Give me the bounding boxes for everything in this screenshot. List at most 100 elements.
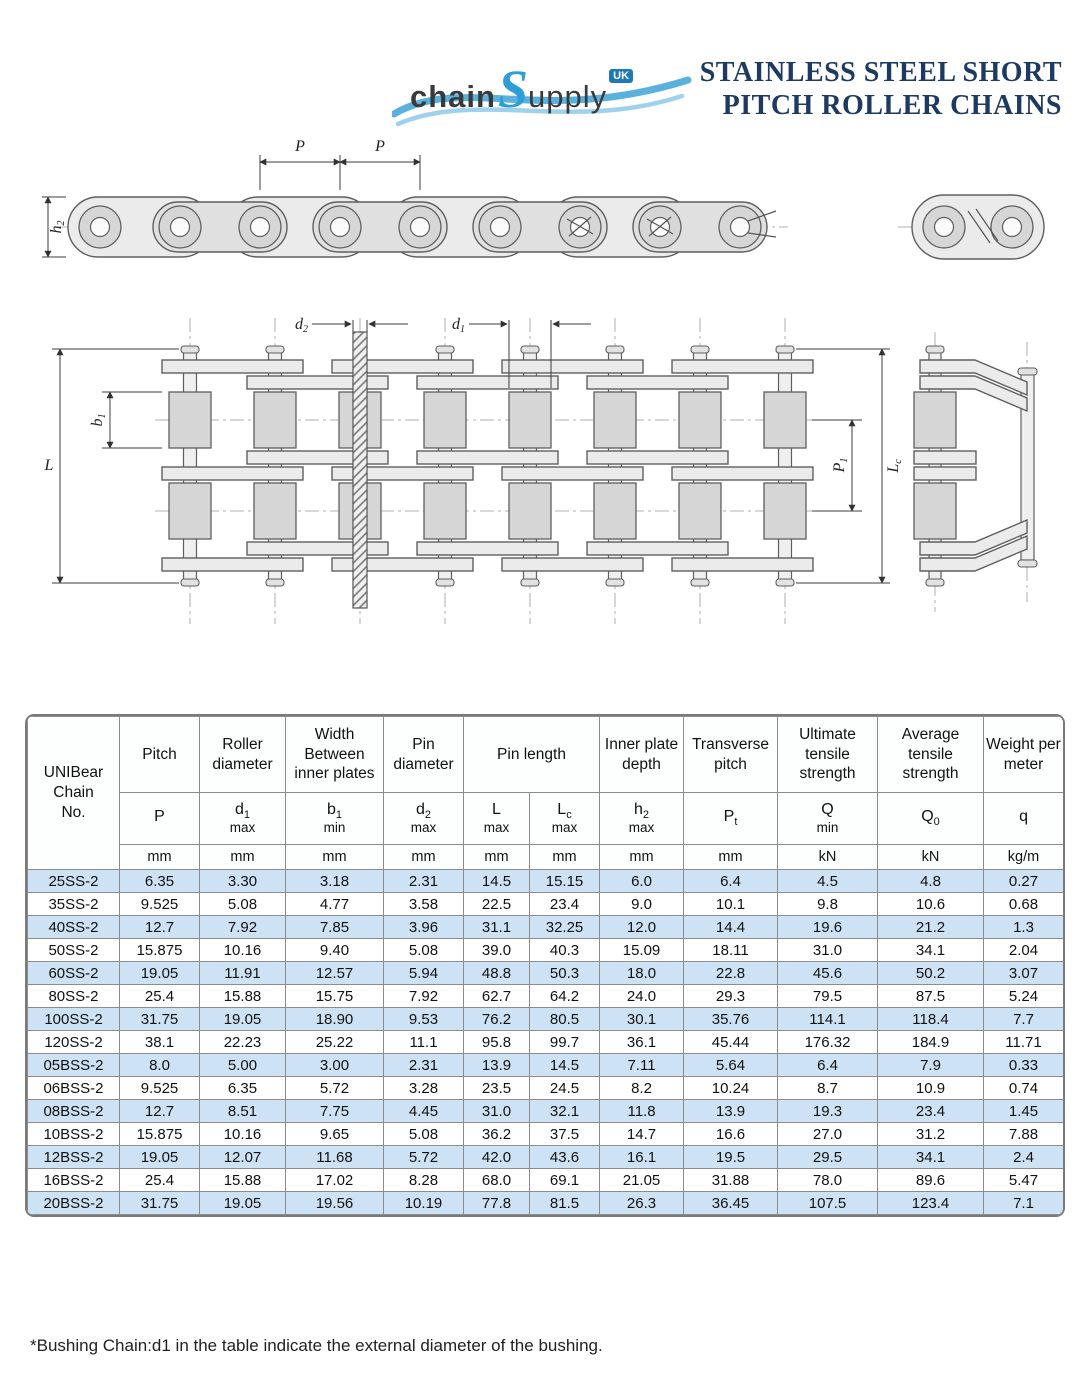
group-header-transverse-pitch: Transverse pitch xyxy=(683,716,779,793)
value-cell: 62.7 xyxy=(463,984,530,1008)
value-cell: 11.91 xyxy=(199,961,286,985)
value-cell: 42.0 xyxy=(463,1145,530,1169)
value-cell: 0.74 xyxy=(983,1076,1063,1100)
chain-side-view-drawing: P P h2 xyxy=(42,138,1048,260)
value-cell: 43.6 xyxy=(528,1145,601,1169)
page-title-line2: PITCH ROLLER CHAINS xyxy=(722,90,1062,122)
value-cell: 14.4 xyxy=(683,915,779,939)
value-cell: 7.92 xyxy=(199,915,286,939)
unit-cell: mm xyxy=(199,844,286,870)
value-cell: 12.57 xyxy=(285,961,384,985)
value-cell: 9.8 xyxy=(777,892,879,916)
value-cell: 1.45 xyxy=(983,1099,1063,1123)
value-cell: 2.4 xyxy=(983,1145,1063,1169)
value-cell: 6.35 xyxy=(199,1076,286,1100)
value-cell: 50.2 xyxy=(877,961,985,985)
dimension-p1: P1 xyxy=(812,419,862,512)
chain-no-cell: 50SS-2 xyxy=(27,938,120,962)
value-cell: 7.92 xyxy=(383,984,464,1008)
logo-text-supply-rest: upply xyxy=(528,79,608,114)
label-p1: P1 xyxy=(831,458,850,474)
value-cell: 22.8 xyxy=(683,961,779,985)
value-cell: 78.0 xyxy=(777,1168,879,1192)
value-cell: 37.5 xyxy=(528,1122,601,1146)
value-cell: 31.1 xyxy=(463,915,530,939)
spec-table-wrapper: UNIBear Chain No. Pitch Roller diameter … xyxy=(25,714,1065,1217)
value-cell: 2.31 xyxy=(383,1053,464,1077)
value-cell: 15.88 xyxy=(199,1168,286,1192)
value-cell: 30.1 xyxy=(599,1007,685,1031)
value-cell: 35.76 xyxy=(683,1007,779,1031)
group-header-pitch: Pitch xyxy=(119,716,200,793)
unit-cell: mm xyxy=(463,844,530,870)
value-cell: 5.94 xyxy=(383,961,464,985)
value-cell: 10.19 xyxy=(383,1191,464,1215)
value-cell: 14.5 xyxy=(528,1053,601,1077)
symbol-header-pt: Pt xyxy=(683,792,779,845)
value-cell: 26.3 xyxy=(599,1191,685,1215)
value-cell: 5.08 xyxy=(383,1122,464,1146)
value-cell: 10.1 xyxy=(683,892,779,916)
value-cell: 2.31 xyxy=(383,869,464,893)
value-cell: 21.05 xyxy=(599,1168,685,1192)
value-cell: 8.51 xyxy=(199,1099,286,1123)
value-cell: 13.9 xyxy=(463,1053,530,1077)
label-d1: d1 xyxy=(452,316,465,335)
value-cell: 9.525 xyxy=(119,1076,200,1100)
unit-cell: kg/m xyxy=(983,844,1063,870)
value-cell: 0.68 xyxy=(983,892,1063,916)
chain-plan-view-drawing: d2 d1 b1 L P1 Lc xyxy=(44,316,1038,624)
value-cell: 25.22 xyxy=(285,1030,384,1054)
value-cell: 14.5 xyxy=(463,869,530,893)
unit-cell: mm xyxy=(119,844,200,870)
value-cell: 1.3 xyxy=(983,915,1063,939)
label-pitch-2: P xyxy=(374,138,385,155)
value-cell: 22.5 xyxy=(463,892,530,916)
value-cell: 9.53 xyxy=(383,1007,464,1031)
value-cell: 19.05 xyxy=(119,1145,200,1169)
value-cell: 8.7 xyxy=(777,1076,879,1100)
value-cell: 123.4 xyxy=(877,1191,985,1215)
label-lc: Lc xyxy=(885,459,904,474)
value-cell: 0.27 xyxy=(983,869,1063,893)
value-cell: 3.58 xyxy=(383,892,464,916)
label-h2: h2 xyxy=(48,221,67,234)
value-cell: 19.05 xyxy=(119,961,200,985)
logo-text-supply-s: S xyxy=(497,59,529,119)
chain-no-cell: 80SS-2 xyxy=(27,984,120,1008)
value-cell: 16.6 xyxy=(683,1122,779,1146)
value-cell: 10.24 xyxy=(683,1076,779,1100)
value-cell: 11.8 xyxy=(599,1099,685,1123)
group-header-pin-length: Pin length xyxy=(462,716,601,793)
logo-uk-badge: UK xyxy=(609,69,634,83)
chain-no-cell: 08BSS-2 xyxy=(27,1099,120,1123)
value-cell: 32.1 xyxy=(528,1099,601,1123)
value-cell: 8.2 xyxy=(599,1076,685,1100)
chain-no-cell: 100SS-2 xyxy=(27,1007,120,1031)
value-cell: 31.0 xyxy=(777,938,879,962)
value-cell: 31.88 xyxy=(683,1168,779,1192)
value-cell: 31.0 xyxy=(463,1099,530,1123)
value-cell: 34.1 xyxy=(877,1145,985,1169)
dimension-d1: d1 xyxy=(452,316,591,388)
value-cell: 107.5 xyxy=(777,1191,879,1215)
chain-no-cell: 20BSS-2 xyxy=(27,1191,120,1215)
value-cell: 5.72 xyxy=(285,1076,384,1100)
symbol-header-q0: Q0 xyxy=(877,792,985,845)
value-cell: 23.5 xyxy=(463,1076,530,1100)
value-cell: 15.09 xyxy=(599,938,685,962)
value-cell: 3.07 xyxy=(983,961,1063,985)
value-cell: 8.28 xyxy=(383,1168,464,1192)
value-cell: 176.32 xyxy=(777,1030,879,1054)
value-cell: 68.0 xyxy=(463,1168,530,1192)
unit-cell: mm xyxy=(683,844,779,870)
